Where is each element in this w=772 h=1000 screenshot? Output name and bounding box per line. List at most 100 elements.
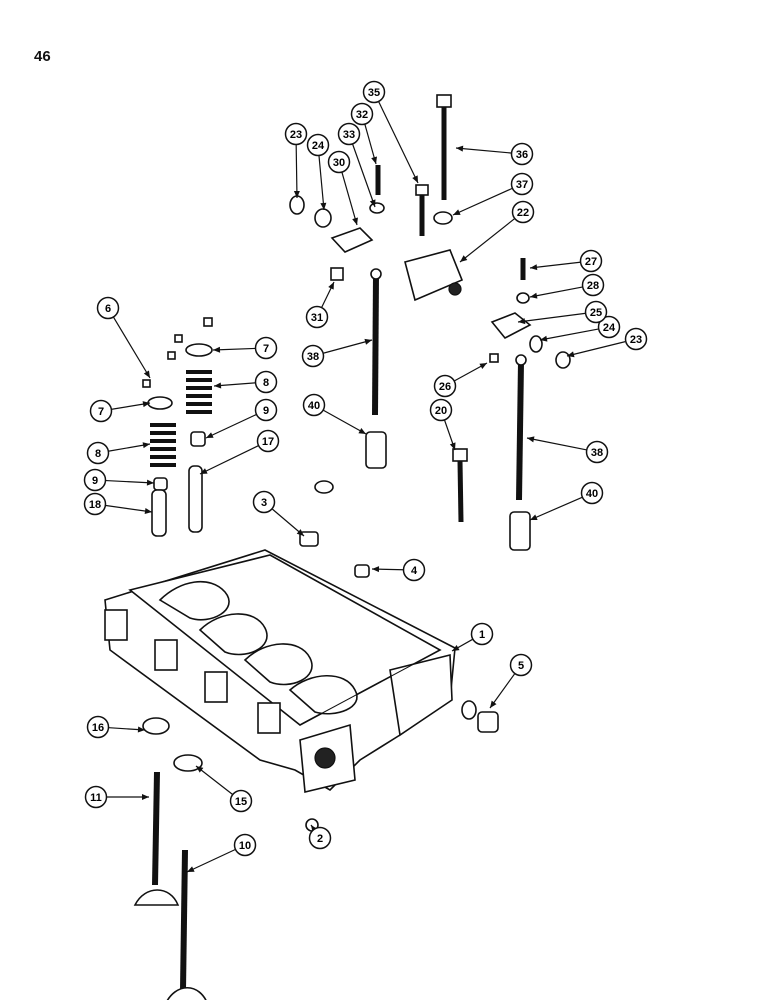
callout-label: 15 — [235, 796, 247, 808]
leader-arrow — [213, 346, 221, 353]
callout-18: 18 — [83, 492, 153, 516]
leader-arrow — [530, 292, 538, 299]
callout-24: 24 — [306, 133, 330, 211]
callout-label: 8 — [263, 377, 269, 389]
leader-line — [199, 445, 259, 475]
callout-label: 28 — [587, 280, 599, 292]
callout-circle — [509, 653, 533, 677]
callout-label: 31 — [311, 312, 323, 324]
leader-arrow — [137, 726, 145, 733]
leader-line — [489, 673, 516, 709]
callout-circle — [337, 122, 361, 146]
leader-arrow — [518, 318, 526, 325]
rocker-upper — [289, 94, 464, 302]
callout-circle — [581, 273, 605, 297]
callout-label: 24 — [603, 322, 616, 334]
callout-20: 20 — [429, 398, 456, 451]
leader-arrow — [206, 432, 214, 438]
leader-arrow — [371, 156, 378, 164]
callout-10: 10 — [186, 833, 257, 873]
leader-arrow — [456, 145, 464, 152]
page-number: 46 — [34, 48, 51, 65]
callout-label: 9 — [92, 475, 98, 487]
callout-circle — [89, 399, 113, 423]
callout-label: 36 — [516, 149, 528, 161]
callout-circle — [229, 789, 253, 813]
callout-circle — [510, 172, 534, 196]
leader-arrow — [293, 190, 300, 198]
leader-arrow — [453, 209, 461, 215]
leader-arrow — [358, 427, 366, 434]
leader-arrow — [142, 401, 150, 408]
leader-line — [105, 479, 155, 484]
callout-36: 36 — [455, 142, 534, 166]
leader-line — [529, 261, 581, 269]
callout-circle — [308, 826, 332, 850]
leader-line — [566, 341, 626, 357]
callout-23: 23 — [566, 327, 648, 358]
leader-line — [323, 339, 373, 354]
callout-label: 37 — [516, 179, 528, 191]
callout-circle — [254, 336, 278, 360]
callout-circle — [284, 122, 308, 146]
leader-arrow — [146, 479, 154, 486]
leader-line — [529, 496, 583, 521]
callout-circle — [511, 200, 535, 224]
callout-38: 38 — [526, 436, 609, 464]
callout-23: 23 — [284, 122, 308, 199]
callout-label: 35 — [368, 87, 380, 99]
callout-circle — [579, 249, 603, 273]
callout-8: 8 — [213, 370, 278, 394]
leader-arrow — [187, 866, 195, 872]
leader-arrow — [296, 529, 304, 536]
leader-line — [212, 347, 256, 351]
callout-label: 38 — [307, 351, 319, 363]
callout-label: 22 — [517, 207, 529, 219]
leader-arrow — [196, 766, 204, 773]
callout-6: 6 — [96, 296, 151, 379]
leader-arrow — [540, 335, 548, 342]
callout-circle — [402, 558, 426, 582]
callout-circle — [429, 398, 453, 422]
leader-line — [113, 317, 151, 379]
callout-27: 27 — [529, 249, 603, 273]
cylinder-head — [104, 549, 456, 793]
callout-circle — [233, 833, 257, 857]
callout-11: 11 — [84, 785, 149, 809]
callout-label: 11 — [90, 792, 102, 804]
callout-26: 26 — [433, 362, 488, 398]
callout-32: 32 — [350, 102, 378, 165]
leader-line — [539, 328, 599, 341]
callout-24: 24 — [539, 315, 621, 342]
leader-arrow — [530, 514, 538, 520]
leader-arrow — [352, 217, 358, 225]
leader-arrow — [369, 199, 376, 207]
leader-arrow — [449, 442, 456, 450]
leader-arrow — [320, 202, 327, 210]
callout-label: 32 — [356, 109, 368, 121]
callout-circle — [350, 102, 374, 126]
callout-label: 33 — [343, 129, 355, 141]
callout-3: 3 — [252, 490, 305, 537]
callout-circle — [254, 398, 278, 422]
callout-35: 35 — [362, 80, 419, 184]
callout-circle — [327, 150, 351, 174]
callout-circle — [302, 393, 326, 417]
leader-line — [459, 218, 515, 263]
callout-circle — [83, 468, 107, 492]
callout-circle — [86, 441, 110, 465]
leader-arrow — [460, 255, 468, 262]
callout-22: 22 — [459, 200, 535, 263]
callout-5: 5 — [489, 653, 533, 709]
callout-label: 17 — [262, 436, 274, 448]
leader-line — [455, 147, 512, 154]
callout-label: 8 — [95, 448, 101, 460]
callout-1: 1 — [451, 622, 494, 652]
callout-9: 9 — [83, 468, 155, 492]
callout-circle — [470, 622, 494, 646]
valves — [133, 717, 319, 1000]
callout-circle — [256, 429, 280, 453]
leader-line — [295, 144, 298, 199]
